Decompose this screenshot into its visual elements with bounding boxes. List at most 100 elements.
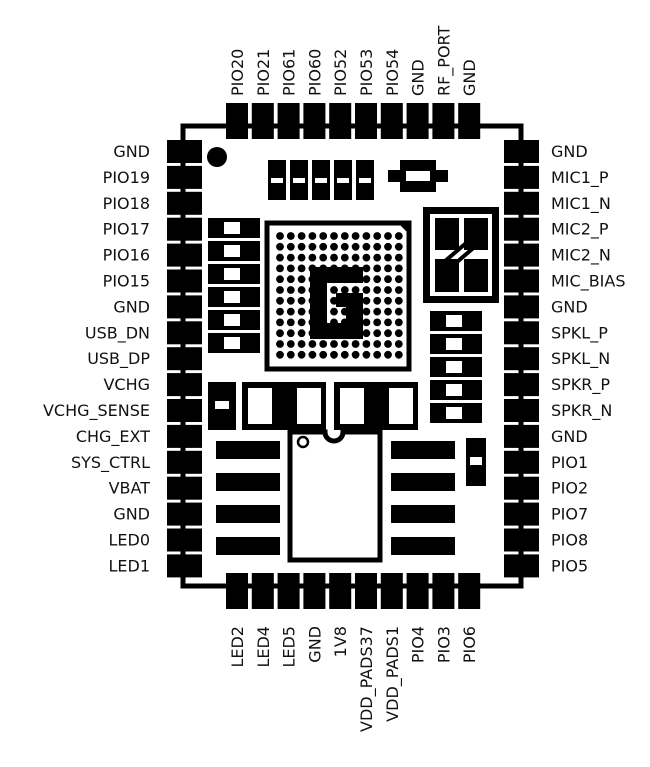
bga-ball [340,232,349,240]
bga-ball [308,340,317,348]
top-resistor-gap-2 [293,178,305,183]
bga-ball [297,264,306,273]
bga-ball [362,275,371,284]
lower-left-pad-2 [216,473,280,491]
left-pad-16 [167,528,202,552]
left-component-gap-4 [224,291,240,303]
bga-ball [394,275,403,284]
top-pad-8 [406,103,429,139]
right-pin-label-pio7: PIO7 [551,505,588,524]
bga-ball [297,307,306,316]
bga-ball [297,350,306,359]
left-pin-label-chg-ext: CHG_EXT [76,427,150,447]
right-pad-5 [504,243,539,267]
lower-left-pad-1 [216,441,280,459]
bga-ball [286,264,295,273]
bga-ball [308,350,317,359]
top-pad-5 [329,103,352,139]
bottom-pad-9 [432,573,455,609]
left-pad-15 [167,502,202,526]
bga-ball [297,253,306,262]
bga-ball [276,318,284,327]
bga-ball [351,340,360,348]
middle-component-band [208,382,418,430]
bga-ball [362,242,371,251]
right-pad-15 [504,502,539,526]
bottom-pin-label-led2: LED2 [228,626,247,668]
bga-ball [373,232,382,240]
left-pad-12 [167,424,202,448]
bga-ball [384,275,392,284]
bga-ball [319,232,328,240]
left-pin-label-gnd: GND [113,505,150,524]
bga-ball [394,318,403,327]
left-pin-label-vbat: VBAT [109,479,151,498]
bga-ball [286,275,295,284]
left-component-gap-5 [224,314,240,326]
top-resistor-gap-3 [315,178,327,183]
bottom-pad-5 [329,573,352,609]
left-pin-label-led1: LED1 [108,556,150,575]
right-pin-label-pio2: PIO2 [551,479,588,498]
bga-ball [394,242,403,251]
bga-ball [373,242,382,251]
lower-right-pad-3 [391,505,455,523]
bga-ball [308,232,317,240]
right-pin-label-spkr-p: SPKR_P [551,375,610,395]
crystal-component [423,207,499,303]
top-pin-label-pio20: PIO20 [228,49,247,96]
right-component-gap-5 [446,407,462,419]
top-pin-label-gnd: GND [460,59,479,96]
bga-ball [319,242,328,251]
bga-ball [384,253,392,262]
bga-ball [362,253,371,262]
bga-ball [351,232,360,240]
bga-ball [286,329,295,338]
bga-ball [286,296,295,305]
right-pad-14 [504,476,539,500]
right-pad-2 [504,165,539,189]
right-pin-label-spkl-n: SPKL_N [551,349,610,369]
left-pin-label-gnd: GND [113,297,150,316]
right-component-gap-2 [446,338,462,350]
bottom-pin-label-gnd: GND [305,626,324,663]
bga-ball [362,296,371,305]
right-pin-label-gnd: GND [551,297,588,316]
right-pin-label-gnd: GND [551,427,588,446]
bga-ball [394,264,403,273]
bga-ball [330,340,338,348]
bottom-pin-label-pio6: PIO6 [460,626,479,663]
left-pad-3 [167,191,202,215]
bottom-pad-3 [277,573,300,609]
bga-ball [308,253,317,262]
lower-right-pad-2 [391,473,455,491]
bga-ball [276,264,284,273]
right-pad-8 [504,321,539,345]
bottom-pad-8 [406,573,429,609]
top-pad-row [226,103,481,139]
bga-ball [394,350,403,359]
bga-ball [362,350,371,359]
chip-logo [310,267,363,339]
left-pin-label-pio17: PIO17 [103,220,150,239]
bga-ball [373,329,382,338]
bga-ball [276,350,284,359]
bottom-pad-1 [226,573,248,609]
bga-ball [384,350,392,359]
bga-ball [362,232,371,240]
left-pin-label-pio18: PIO18 [103,194,150,213]
bga-ball [276,329,284,338]
bga-chip [264,220,412,372]
bga-ball [362,307,371,316]
lower-right-pad-4 [391,537,455,555]
bga-ball [373,307,382,316]
right-pad-1 [504,140,539,163]
bga-ball [297,329,306,338]
bga-ball [276,340,284,348]
top-pin-label-pio52: PIO52 [331,49,350,96]
right-pad-9 [504,347,539,371]
bga-ball [362,329,371,338]
